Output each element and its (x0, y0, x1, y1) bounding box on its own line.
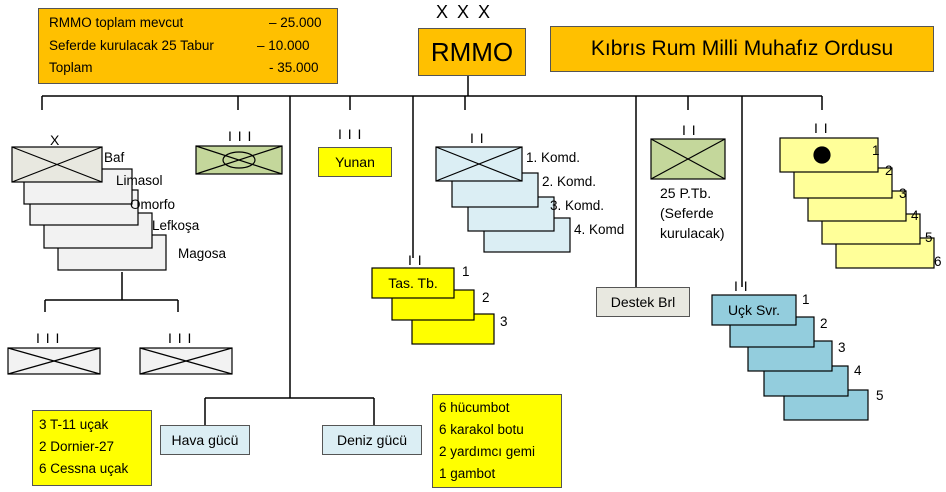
hava-box: Hava gücü (160, 425, 250, 455)
deniz-info-box: 6 hücumbot 6 karakol botu 2 yardımcı gem… (432, 394, 562, 488)
tas-label: Tas. Tb. (388, 275, 438, 291)
info-row-1-label: RMMO toplam mevcut (49, 15, 184, 30)
brigade-label-3: Omorfo (130, 197, 176, 212)
arty-number-2: 2 (885, 163, 893, 178)
info-row-1-value: – 25.000 (269, 15, 322, 30)
strength-info-box: RMMO toplam mevcut – 25.000 Seferde kuru… (38, 8, 338, 84)
ucak-box-1 (711, 294, 797, 326)
ptb-line-3: kurulacak) (660, 225, 725, 241)
komd-label-2: 2. Komd. (542, 174, 597, 189)
komd-label-4: 4. Komd (574, 222, 625, 237)
hava-info-box: 3 T-11 uçak 2 Dornier-27 6 Cessna uçak (32, 410, 152, 486)
deniz-info-4: 1 gambot (439, 466, 496, 481)
filled-circle-icon (813, 146, 831, 164)
brigade-label-4: Lefkoşa (152, 218, 200, 233)
hq-echelon: X X X (436, 2, 493, 22)
green-regiment-echelon: I I I (228, 128, 253, 144)
arty-number-6: 6 (934, 254, 942, 269)
tas-box-1 (371, 267, 455, 299)
ucak-number-4: 4 (854, 363, 862, 378)
tas-number-2: 2 (482, 290, 490, 305)
tas-echelon: I I (408, 252, 423, 268)
komd-label-1: 1. Komd. (526, 150, 581, 165)
brigade-label-1: Baf (104, 150, 125, 165)
deniz-box: Deniz gücü (322, 425, 422, 455)
ucak-number-2: 2 (820, 316, 828, 331)
arty-echelon: I I (814, 120, 829, 136)
ptb-line-1: 25 P.Tb. (660, 185, 712, 201)
info-row-3-value: - 35.000 (269, 60, 319, 75)
ptb-echelon: I I (682, 122, 697, 138)
brigade-echelon: X (50, 132, 60, 148)
tas-number-1: 1 (462, 264, 470, 279)
ucak-label: Uçk Svr. (727, 302, 781, 318)
arty-number-3: 3 (899, 186, 907, 201)
ptb-line-2: (Seferde (660, 205, 714, 221)
arty-box-3 (793, 167, 893, 199)
ucak-number-5: 5 (876, 388, 884, 403)
deniz-info-2: 6 karakol botu (439, 422, 524, 437)
brigade-label-5: Magosa (178, 246, 227, 261)
page-title: Kıbrıs Rum Milli Muhafız Ordusu (550, 26, 934, 72)
info-row-2-label: Seferde kurulacak 25 Tabur (49, 38, 214, 53)
hava-info-3: 6 Cessna uçak (39, 461, 129, 476)
info-row-2-value: – 10.000 (257, 38, 310, 53)
komd-label-3: 3. Komd. (550, 198, 605, 213)
tas-number-3: 3 (500, 314, 508, 329)
destek-box: Destek Brl (596, 287, 690, 317)
deniz-info-1: 6 hücumbot (439, 400, 510, 415)
brigade-label-2: Limasol (116, 173, 163, 188)
yunan-box: Yunan (318, 147, 392, 177)
ucak-echelon: I I (734, 278, 749, 294)
hq-box: RMMO (418, 28, 526, 76)
ucak-number-1: 1 (802, 292, 810, 307)
regiment-echelon-right: I I I (168, 330, 193, 346)
hava-info-1: 3 T-11 uçak (39, 417, 109, 432)
ucak-number-3: 3 (838, 340, 846, 355)
arty-number-5: 5 (925, 230, 933, 245)
arty-number-4: 4 (911, 208, 919, 223)
komd-echelon: I I (470, 130, 485, 146)
yunan-echelon: I I I (338, 126, 363, 142)
hava-info-2: 2 Dornier-27 (39, 439, 115, 454)
arty-number-1: 1 (872, 143, 880, 158)
info-row-3-label: Toplam (49, 60, 93, 75)
deniz-info-3: 2 yardımcı gemi (439, 444, 536, 459)
regiment-echelon-left: I I I (36, 330, 61, 346)
